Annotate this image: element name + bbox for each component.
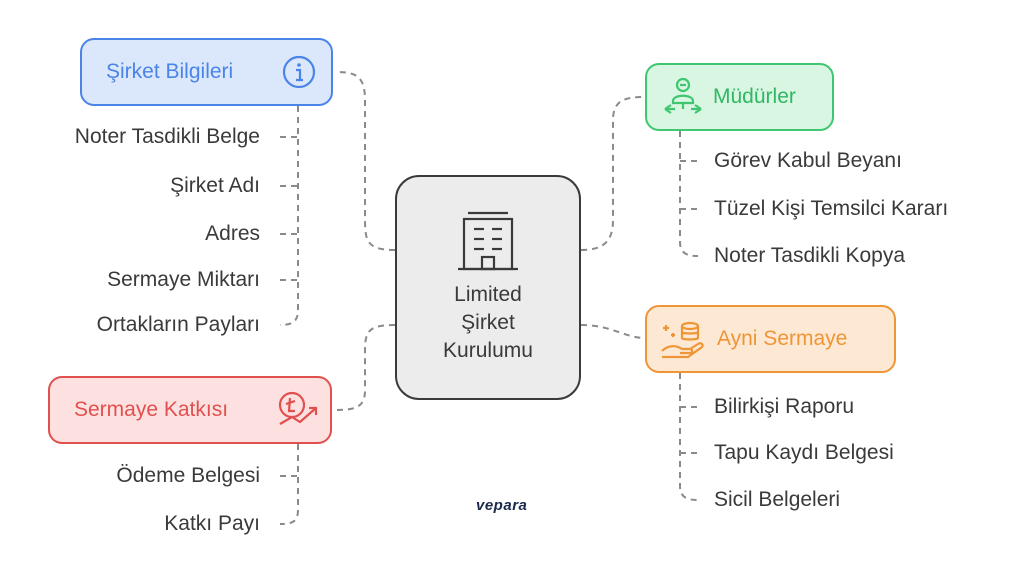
node-sirket-bilgileri: Şirket Bilgileri [80,38,333,106]
node-sermaye-katkisi: Sermaye Katkısı [48,376,332,444]
node-ayni-sermaye-title: Ayni Sermaye [717,327,848,350]
list-item: Ortakların Payları [96,313,260,336]
center-node: Limited Şirket Kurulumu [395,175,581,400]
list-item: Adres [205,222,260,245]
info-icon [282,55,316,89]
manager-network-icon [664,77,702,114]
list-item: Ödeme Belgesi [116,464,260,487]
list-item: Bilirkişi Raporu [714,395,855,418]
money-growth-icon [278,391,318,425]
building-icon [458,211,518,271]
center-title-line-2: Şirket [461,311,515,334]
hand-coins-icon [661,321,704,359]
node-mudurler: Müdürler [645,63,834,131]
node-ayni-sermaye: Ayni Sermaye [645,305,896,373]
list-item: Noter Tasdikli Belge [74,125,260,148]
center-title: Limited Şirket Kurulumu [443,281,533,365]
list-item: Görev Kabul Beyanı [714,149,902,172]
watermark-logo: vepara [476,497,528,514]
node-sermaye-katkisi-title: Sermaye Katkısı [74,398,229,421]
list-item: Tüzel Kişi Temsilci Kararı [714,197,949,220]
list-item: Sermaye Miktarı [107,268,260,291]
list-item: Şirket Adı [170,174,260,197]
list-item: Tapu Kaydı Belgesi [714,441,894,464]
node-sirket-bilgileri-title: Şirket Bilgileri [106,60,234,83]
list-item: Noter Tasdikli Kopya [714,244,906,267]
list-item: Katkı Payı [164,512,260,535]
center-title-line-3: Kurulumu [443,339,533,362]
center-title-line-1: Limited [454,283,522,306]
list-item: Sicil Belgeleri [714,488,841,511]
node-mudurler-title: Müdürler [713,85,796,108]
